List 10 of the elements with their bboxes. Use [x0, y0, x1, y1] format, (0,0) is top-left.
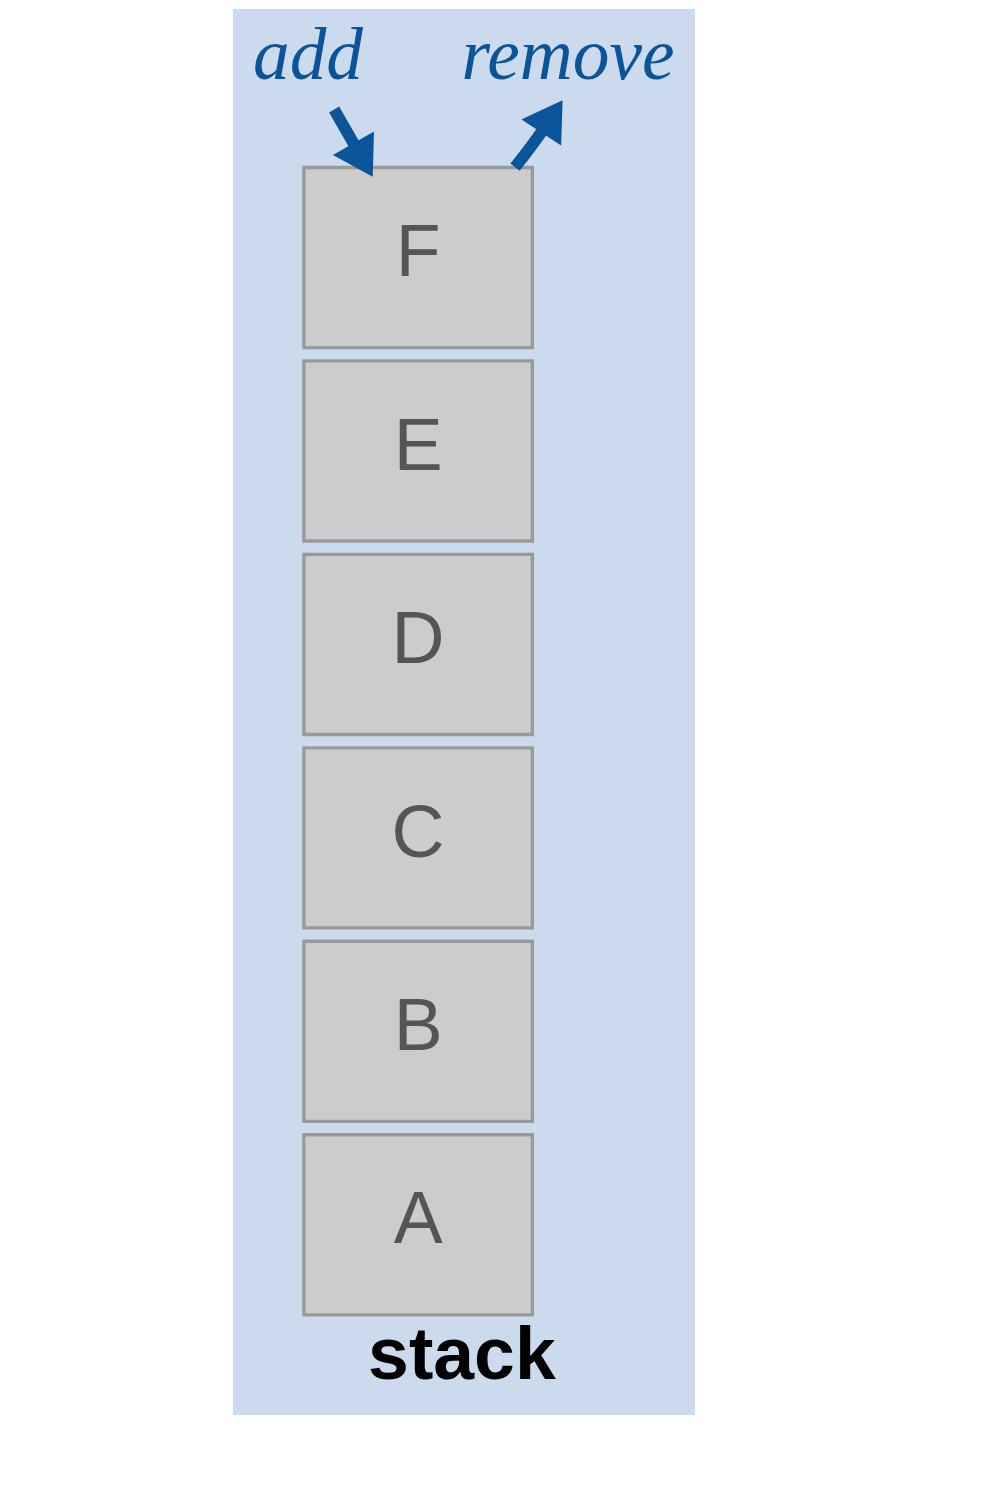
node-box: F — [302, 165, 534, 350]
arrow — [329, 106, 374, 177]
node-text: remove — [461, 14, 675, 96]
node-text: add — [253, 14, 364, 96]
node-box: E — [302, 359, 534, 543]
arrow — [510, 100, 563, 171]
node-box: B — [302, 939, 534, 1124]
node-box: A — [302, 1133, 534, 1317]
node-box: D — [302, 552, 534, 737]
node-box: C — [302, 746, 534, 930]
